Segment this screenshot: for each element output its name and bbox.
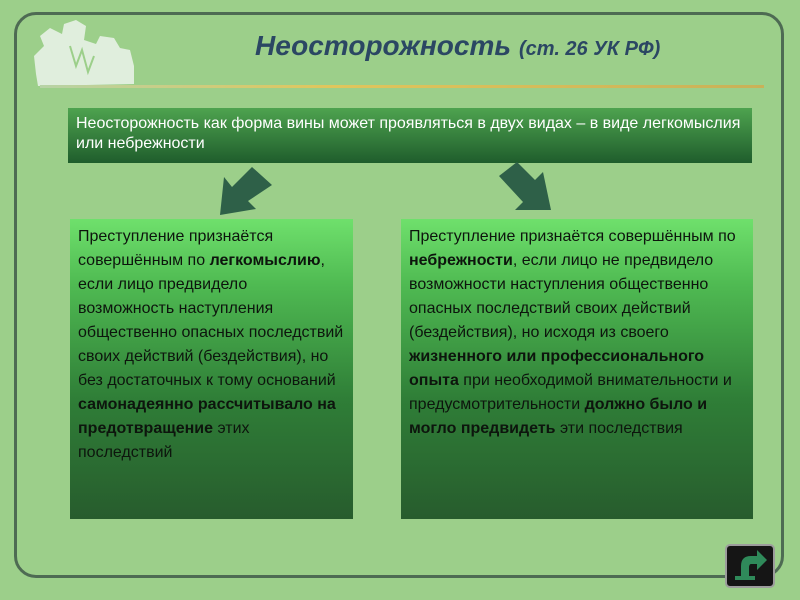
arrow-down-right-icon bbox=[499, 162, 551, 210]
return-arrow-icon bbox=[735, 550, 767, 580]
left-text-3: , если лицо предвидело возможность насту… bbox=[78, 252, 344, 389]
slide-frame bbox=[14, 12, 784, 578]
return-button[interactable] bbox=[725, 544, 775, 588]
left-text-2: легкомыслию bbox=[209, 252, 321, 269]
title-main: Неосторожность bbox=[255, 30, 512, 61]
logo-people-icon bbox=[34, 20, 134, 86]
right-text-2: небрежности bbox=[409, 252, 513, 269]
right-text-4: жизненного или профессионального опыта bbox=[409, 348, 705, 389]
right-text-6: должно было и могло предвидеть bbox=[409, 396, 708, 437]
negligence-box: Преступление признаётся совершённым по н… bbox=[401, 219, 753, 519]
recklessness-box: Преступление признаётся совершённым по л… bbox=[70, 219, 353, 519]
right-text-1: Преступление признаётся совершённым по bbox=[409, 228, 736, 245]
left-text-5: этих последствий bbox=[78, 420, 250, 461]
right-text-3: , если лицо не предвидело возможности на… bbox=[409, 252, 714, 341]
title-subtitle: (ст. 26 УК РФ) bbox=[519, 38, 661, 60]
intro-box: Неосторожность как форма вины может проя… bbox=[68, 108, 752, 163]
arrow-down-left-icon bbox=[220, 167, 272, 215]
left-text-1: Преступление признаётся совершённым по bbox=[78, 228, 274, 269]
right-text-7: эти последствия bbox=[555, 420, 683, 437]
title-divider bbox=[40, 85, 764, 88]
page-title: Неосторожность (ст. 26 УК РФ) bbox=[255, 30, 660, 62]
left-text-4: самонадеянно рассчитывало на предотвраще… bbox=[78, 396, 336, 437]
right-text-5: при необходимой внимательности и предусм… bbox=[409, 372, 732, 413]
